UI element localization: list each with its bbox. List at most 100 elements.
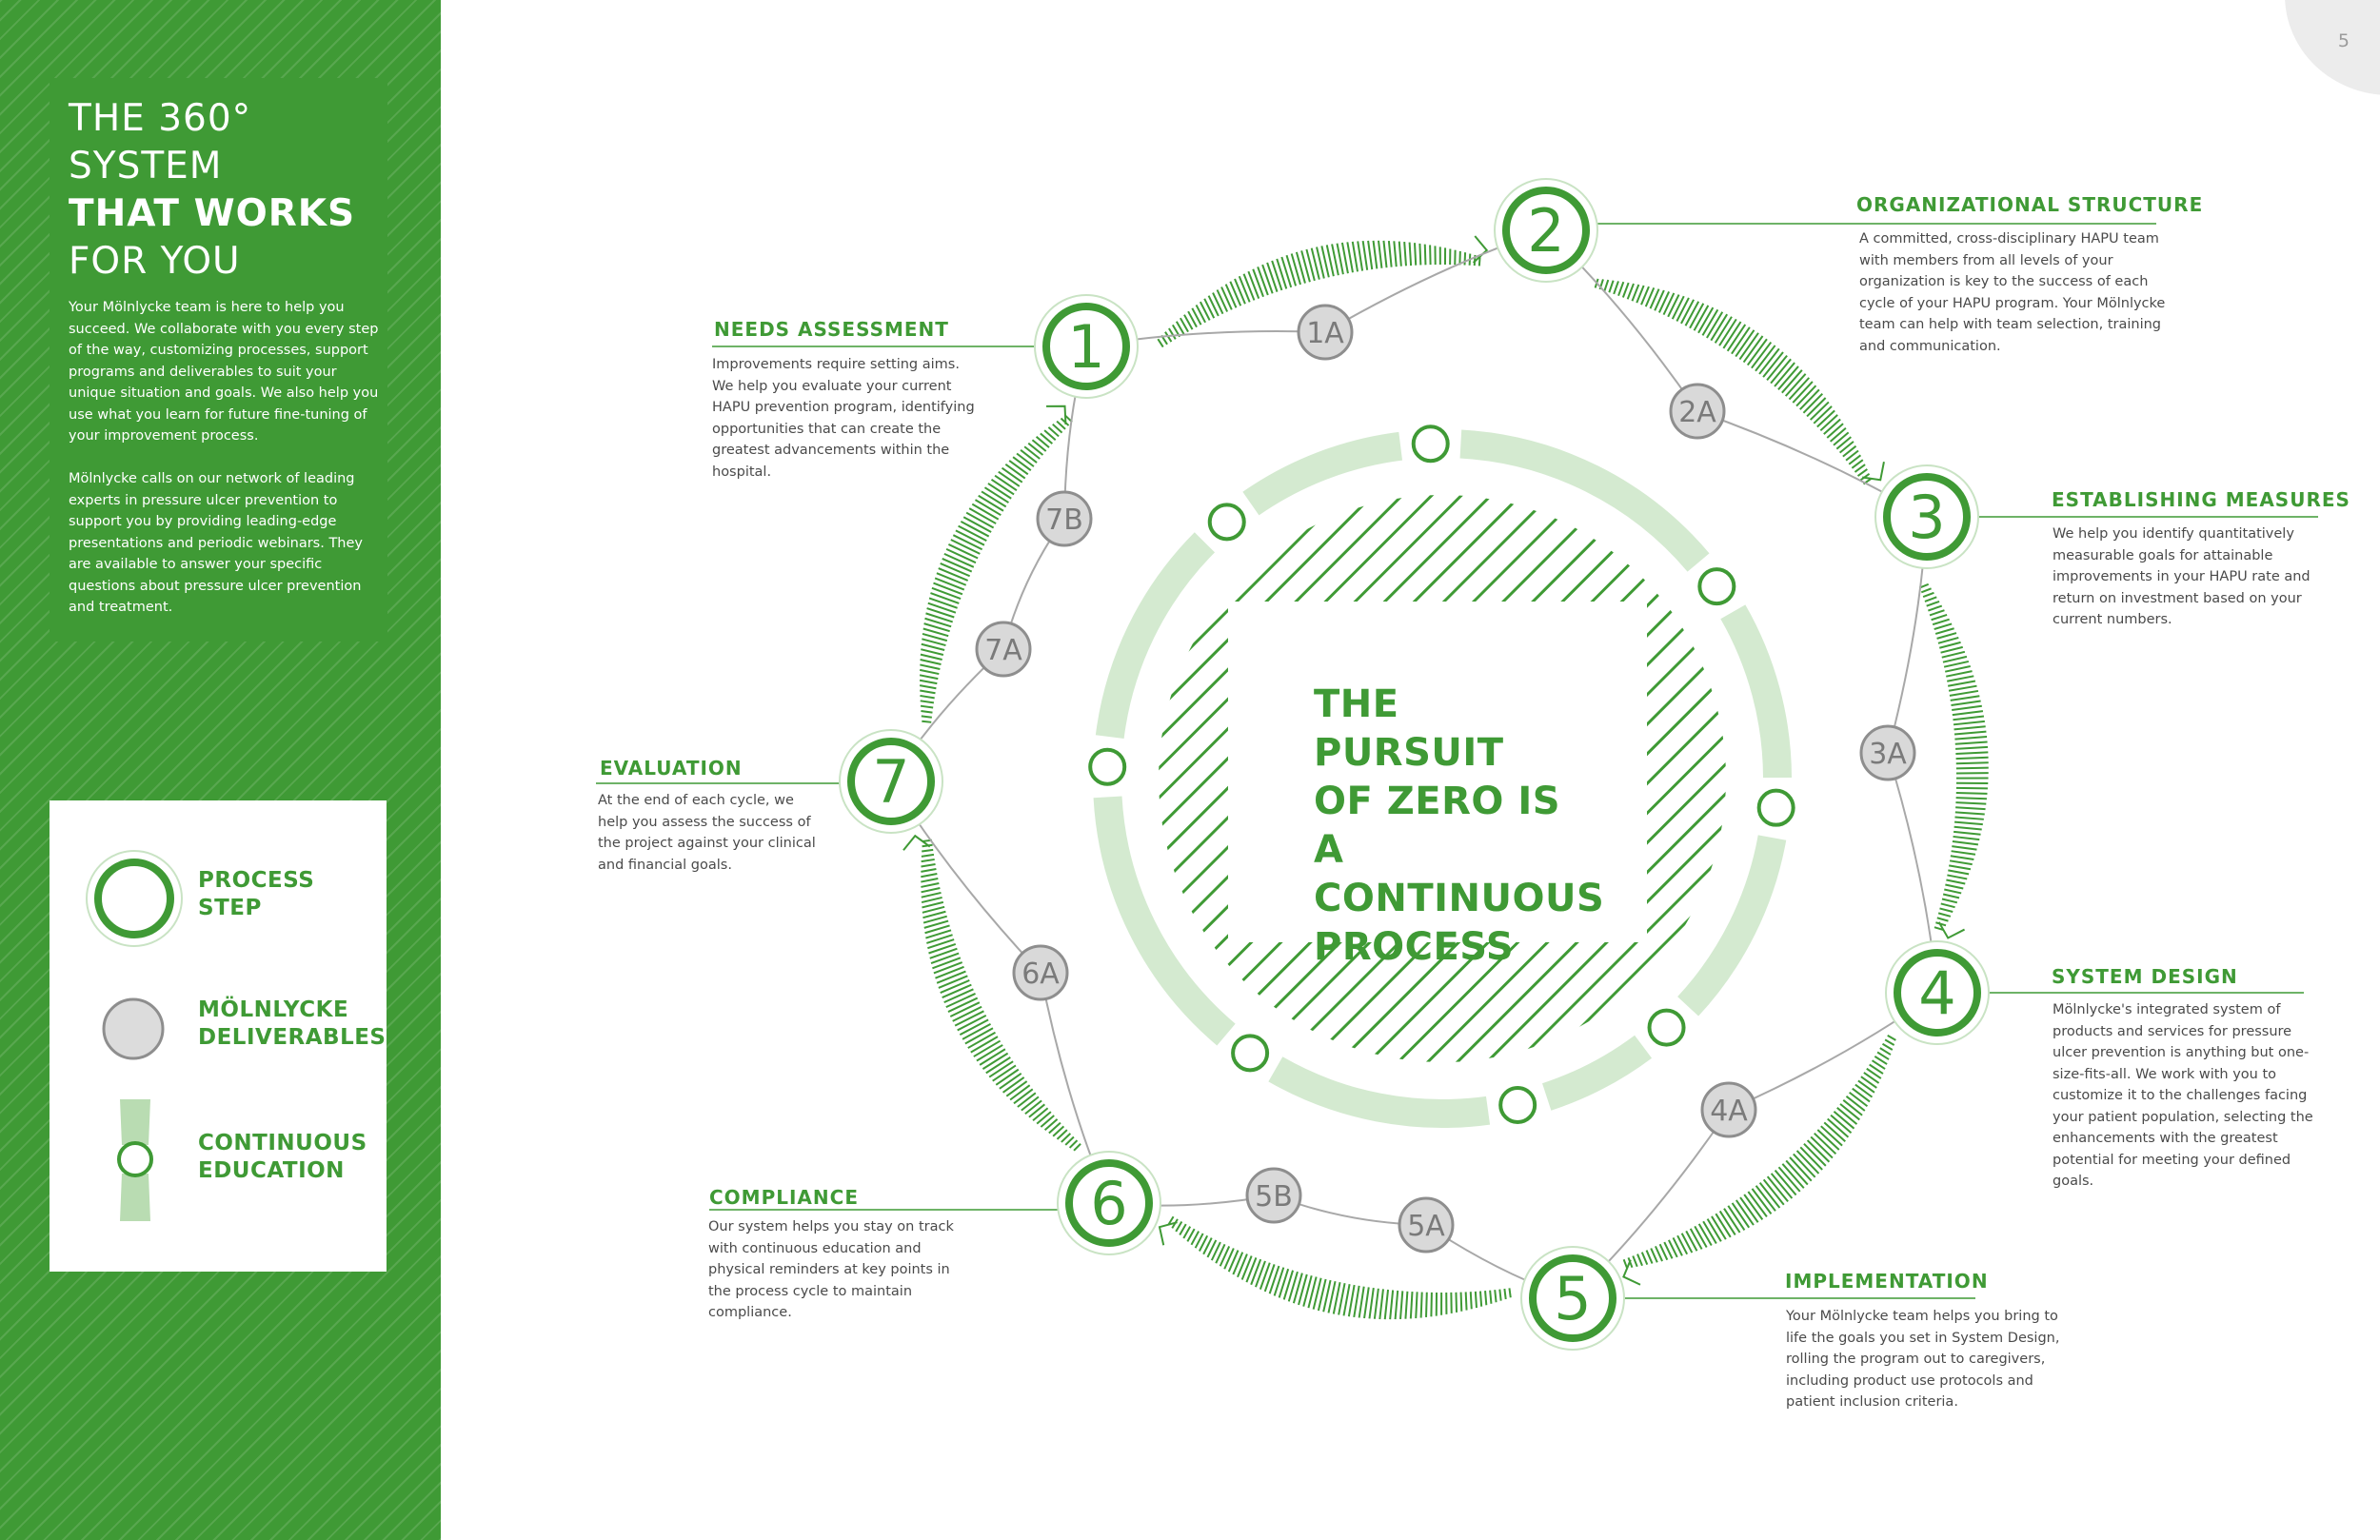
ring-tick (999, 1072, 1022, 1090)
ring-tick (1636, 1254, 1643, 1267)
ring-tick (1676, 297, 1690, 322)
ring-tick (1622, 1258, 1629, 1269)
ring-tick (995, 1068, 1020, 1086)
ring-tick (1198, 1234, 1209, 1252)
ring-tick (1939, 907, 1954, 913)
ring-tick (1052, 1125, 1065, 1137)
ring-arrowhead (1472, 235, 1489, 264)
ring-tick (1819, 414, 1838, 432)
ring-tick (1640, 1252, 1649, 1266)
ring-tick (1766, 354, 1788, 382)
ring-tick (1307, 1276, 1318, 1309)
process-step-ring (1065, 1159, 1153, 1247)
process-step-ring (1894, 949, 1981, 1037)
ring-arrowhead (1937, 921, 1966, 939)
ring-tick (1031, 439, 1047, 452)
ring-tick (1408, 242, 1413, 267)
ring-tick (1640, 286, 1650, 306)
ring-tick (1951, 850, 1976, 856)
ring-tick (1735, 329, 1755, 358)
ring-tick (1854, 464, 1866, 473)
ring-tick (1953, 720, 1985, 726)
ring-tick (1784, 373, 1807, 397)
ring-tick (934, 577, 965, 591)
ring-tick (1187, 310, 1198, 328)
ring-tick (1398, 241, 1402, 267)
ring-arrowhead (1158, 1221, 1178, 1246)
legend-label-continuous-education: CONTINUOUS EDUCATION (198, 1131, 367, 1183)
ring-tick (1871, 1059, 1886, 1070)
ring-tick (1649, 288, 1660, 309)
ring-tick (1842, 1099, 1863, 1116)
ring-tick (1863, 1072, 1880, 1084)
ring-tick (1833, 1110, 1855, 1130)
ring-tick (1954, 820, 1983, 826)
education-arc (1095, 532, 1216, 740)
process-step-7: 7 (839, 729, 943, 834)
process-step-ring (1529, 1254, 1616, 1342)
step-description-organizational-structure: A committed, cross-disciplinary HAPU tea… (1859, 231, 2166, 354)
ring-tick (1955, 761, 1989, 765)
ring-tick (920, 653, 942, 661)
ring-arrowhead (902, 834, 931, 851)
ring-tick (927, 938, 955, 950)
deliverable-label: 6A (1021, 958, 1060, 991)
ring-tick (1952, 710, 1984, 717)
ring-tick (1852, 1087, 1871, 1103)
ring-tick (1693, 305, 1710, 331)
deliverable-circle (975, 621, 1032, 678)
step-description-evaluation: At the end of each cycle, we help you as… (598, 793, 816, 873)
ring-tick (1701, 308, 1719, 336)
process-step-ring (1042, 303, 1130, 390)
ring-tick (957, 1014, 987, 1032)
ring-tick (1203, 298, 1216, 319)
ring-tick (1742, 335, 1764, 364)
ring-tick (1199, 301, 1211, 321)
step-description-needs-assessment: Improvements require setting aims. We he… (712, 357, 975, 480)
deliverable-label: 5A (1407, 1210, 1445, 1243)
process-step-number: 1 (1067, 312, 1104, 382)
ring-tick (1056, 420, 1066, 430)
ring-tick (1943, 660, 1970, 668)
ring-tick (1731, 326, 1751, 355)
ring-tick (1694, 1225, 1708, 1249)
ring-tick (922, 627, 949, 638)
ring-tick (1953, 835, 1980, 841)
ring-tick (924, 924, 950, 935)
ring-tick (1711, 1215, 1727, 1240)
ring-tick (1276, 258, 1288, 289)
deliverable-1a: 1A (1297, 304, 1354, 361)
ring-tick (1377, 240, 1383, 268)
ring-arrowhead (1622, 1259, 1641, 1286)
process-step-3: 3 (1874, 464, 1979, 569)
ring-tick (1215, 1243, 1226, 1264)
ring-tick (921, 715, 932, 719)
ring-tick (928, 597, 958, 609)
ring-tick (923, 622, 950, 633)
ring-tick (942, 983, 972, 999)
ring-tick (1168, 327, 1177, 340)
ring-tick (1040, 432, 1053, 444)
ring-tick (933, 961, 963, 975)
ring-tick (1043, 429, 1057, 442)
ring-tick (1955, 797, 1987, 800)
continuous-education-icon (117, 1099, 153, 1221)
ring-tick (1484, 1291, 1488, 1306)
ring-tick (1043, 1118, 1059, 1132)
ring-tick (925, 929, 952, 939)
step-description-establishing-measures: We help you identify quantitatively meas… (2053, 526, 2311, 627)
ring-tick (1216, 289, 1229, 312)
outer-tick-ring (902, 235, 1989, 1320)
ring-tick (1949, 864, 1972, 871)
ring-tick (1255, 1260, 1266, 1288)
title-line-3: THAT WORKS (69, 192, 356, 235)
education-arc (1242, 431, 1403, 516)
step-description-system-design: Mölnlycke's integrated system of product… (2053, 1002, 2313, 1189)
ring-tick (1238, 275, 1251, 303)
ring-tick (1008, 460, 1029, 476)
ring-tick (1032, 1107, 1049, 1121)
ring-tick (1929, 609, 1945, 617)
ring-tick (1869, 1063, 1884, 1075)
ring-tick (1017, 1092, 1037, 1108)
ring-tick (1047, 426, 1060, 438)
